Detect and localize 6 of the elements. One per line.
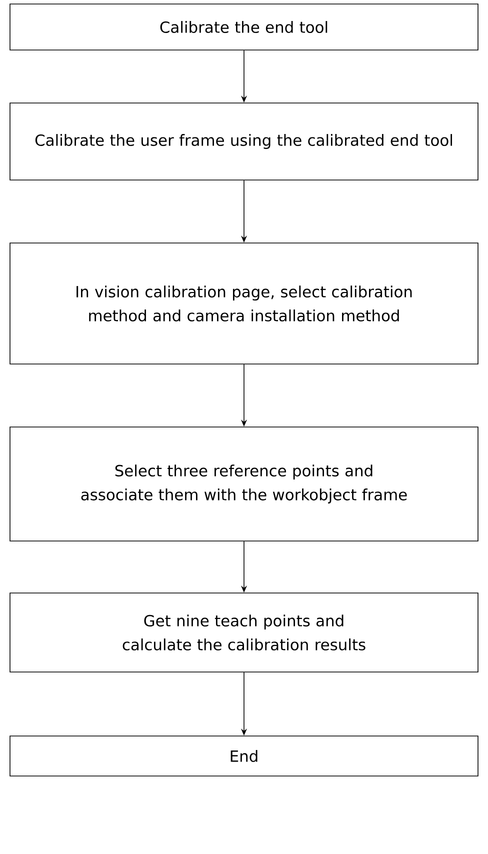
process-box: Select three reference points and associate them with the workobject frame [10, 426, 478, 542]
process-box: In vision calibration page, select calibration method and camera installation method [10, 242, 478, 364]
process-box: Get nine teach points and calculate the calibration results [10, 592, 478, 672]
process-box: End [10, 736, 478, 776]
process-box: Calibrate the end tool [10, 4, 478, 50]
process-box: Calibrate the user frame using the calibrated end tool [10, 102, 478, 180]
